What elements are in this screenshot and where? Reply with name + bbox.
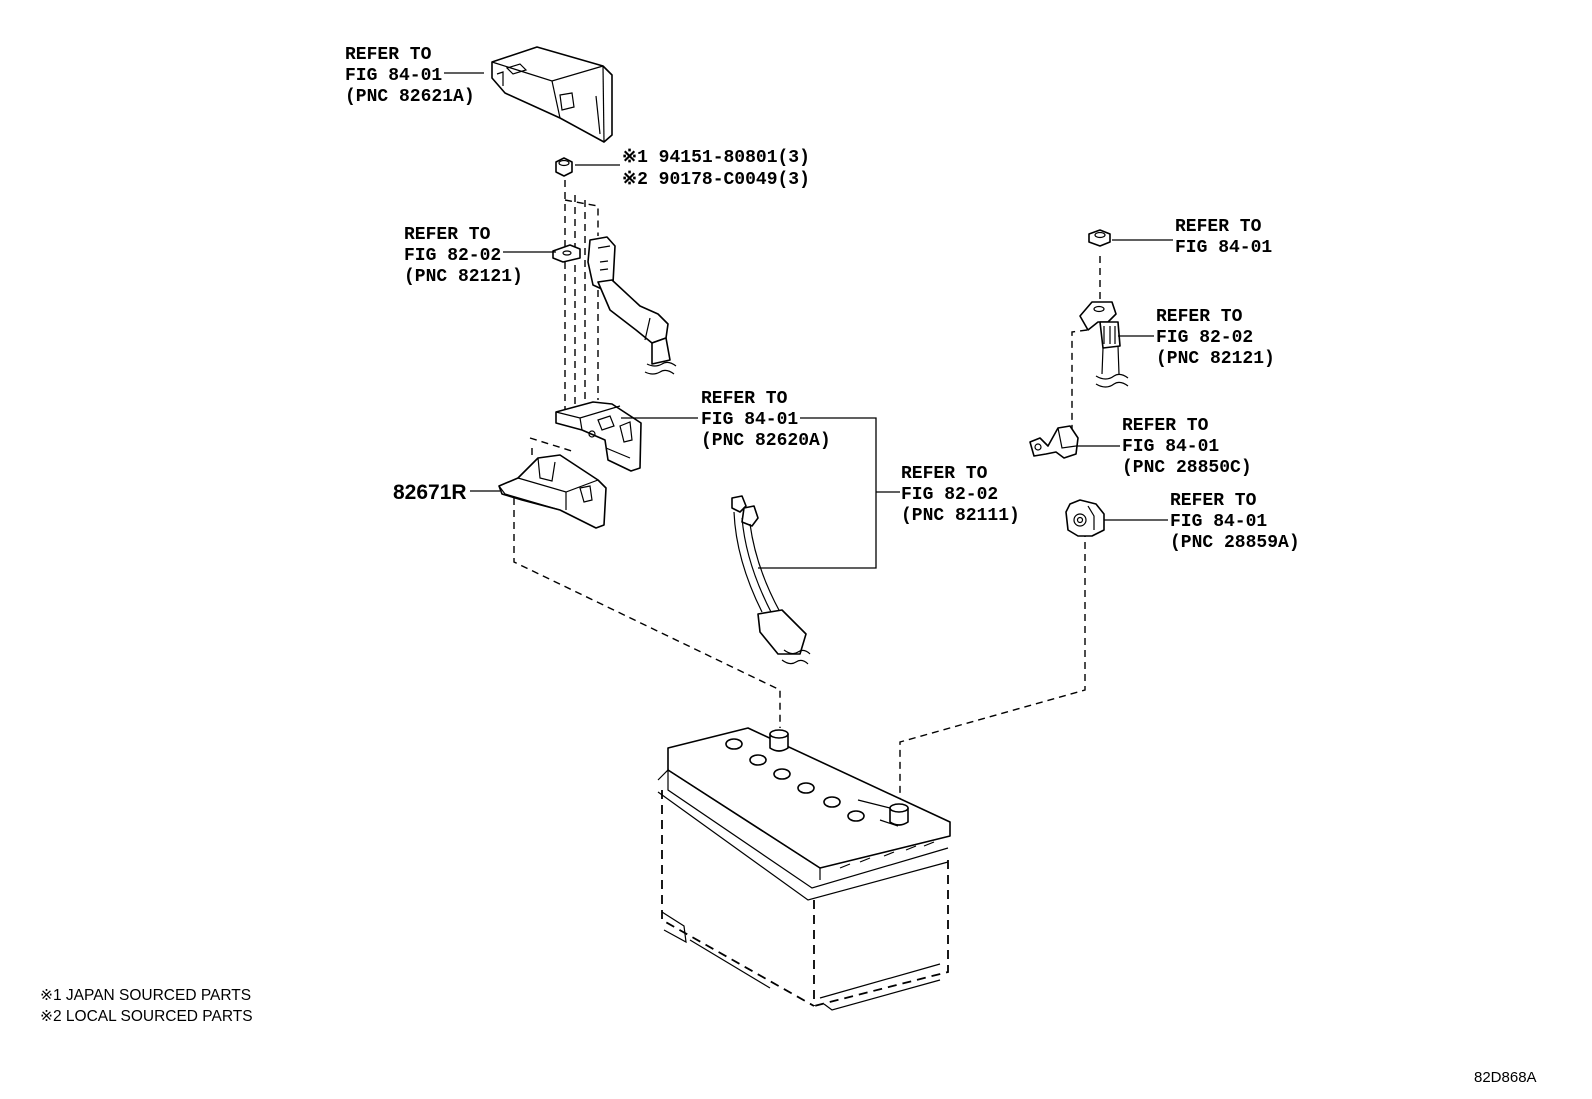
callout-fuse-block: REFER TO FIG 84-01 (PNC 82620A) [701,389,831,451]
bracket-82671r [498,454,607,529]
negative-terminal-cable [1079,301,1129,388]
callout-fuse-box-cover: REFER TO FIG 84-01 (PNC 82621A) [345,45,475,107]
callout-line: (PNC 82121) [404,267,523,287]
bolt-right [1088,229,1111,247]
callout-line: (PNC 28850C) [1122,458,1252,478]
callout-line: FIG 82-02 [901,485,998,505]
nut-part-numbers: ※1 94151-80801(3) ※2 90178-C0049(3) [622,148,810,190]
callout-terminal: REFER TO FIG 82-02 (PNC 82121) [404,225,523,287]
callout-line: FIG 84-01 [1175,238,1272,258]
callout-line: FIG 84-01 [1122,437,1219,457]
leader-lines [444,72,1173,569]
fuse-block [555,401,642,472]
callout-line: FIG 84-01 [345,66,442,86]
callout-current-sensor: REFER TO FIG 84-01 (PNC 28850C) [1122,416,1252,478]
current-sensor-clamp [1029,425,1079,459]
nut-part-1: ※1 94151-80801(3) [622,148,810,168]
callout-line: (PNC 28859A) [1170,533,1300,553]
fuse-box-cover [491,46,613,143]
callout-line: FIG 82-02 [1156,328,1253,348]
callout-line: REFER TO [1156,307,1243,327]
part-number-label: 82671R [393,481,467,504]
callout-line: REFER TO [404,225,491,245]
callout-line: REFER TO [1175,217,1262,237]
callout-line: FIG 84-01 [1170,512,1267,532]
footnote-local: ※2 LOCAL SOURCED PARTS [40,1008,253,1025]
main-battery-cable [731,495,811,665]
callout-line: FIG 84-01 [701,410,798,430]
nut [555,157,573,177]
callout-line: REFER TO [1170,491,1257,511]
assembly-dashed-lines [513,180,1101,800]
battery-terminal-clamp [1065,499,1105,537]
footnote-japan: ※1 JAPAN SOURCED PARTS [40,987,251,1004]
callout-line: (PNC 82111) [901,506,1020,526]
callout-line: (PNC 82621A) [345,87,475,107]
callout-line: FIG 82-02 [404,246,501,266]
callout-line: REFER TO [345,45,432,65]
battery-cell-caps [725,738,865,822]
diagram-reference-code: 82D868A [1474,1069,1537,1086]
callout-line: REFER TO [901,464,988,484]
footnotes: ※1 JAPAN SOURCED PARTS ※2 LOCAL SOURCED … [40,987,253,1025]
positive-terminal-cable [552,236,677,375]
callout-terminal-clamp: REFER TO FIG 84-01 (PNC 28859A) [1170,491,1300,553]
callout-line: REFER TO [1122,416,1209,436]
callout-bolt: REFER TO FIG 84-01 [1175,217,1272,258]
battery [657,727,951,1011]
nut-part-2: ※2 90178-C0049(3) [622,170,810,190]
callout-line: (PNC 82121) [1156,349,1275,369]
callout-line: (PNC 82620A) [701,431,831,451]
callout-negative-cable: REFER TO FIG 82-02 (PNC 82121) [1156,307,1275,369]
callout-line: REFER TO [701,389,788,409]
callout-main-cable: REFER TO FIG 82-02 (PNC 82111) [901,464,1020,526]
